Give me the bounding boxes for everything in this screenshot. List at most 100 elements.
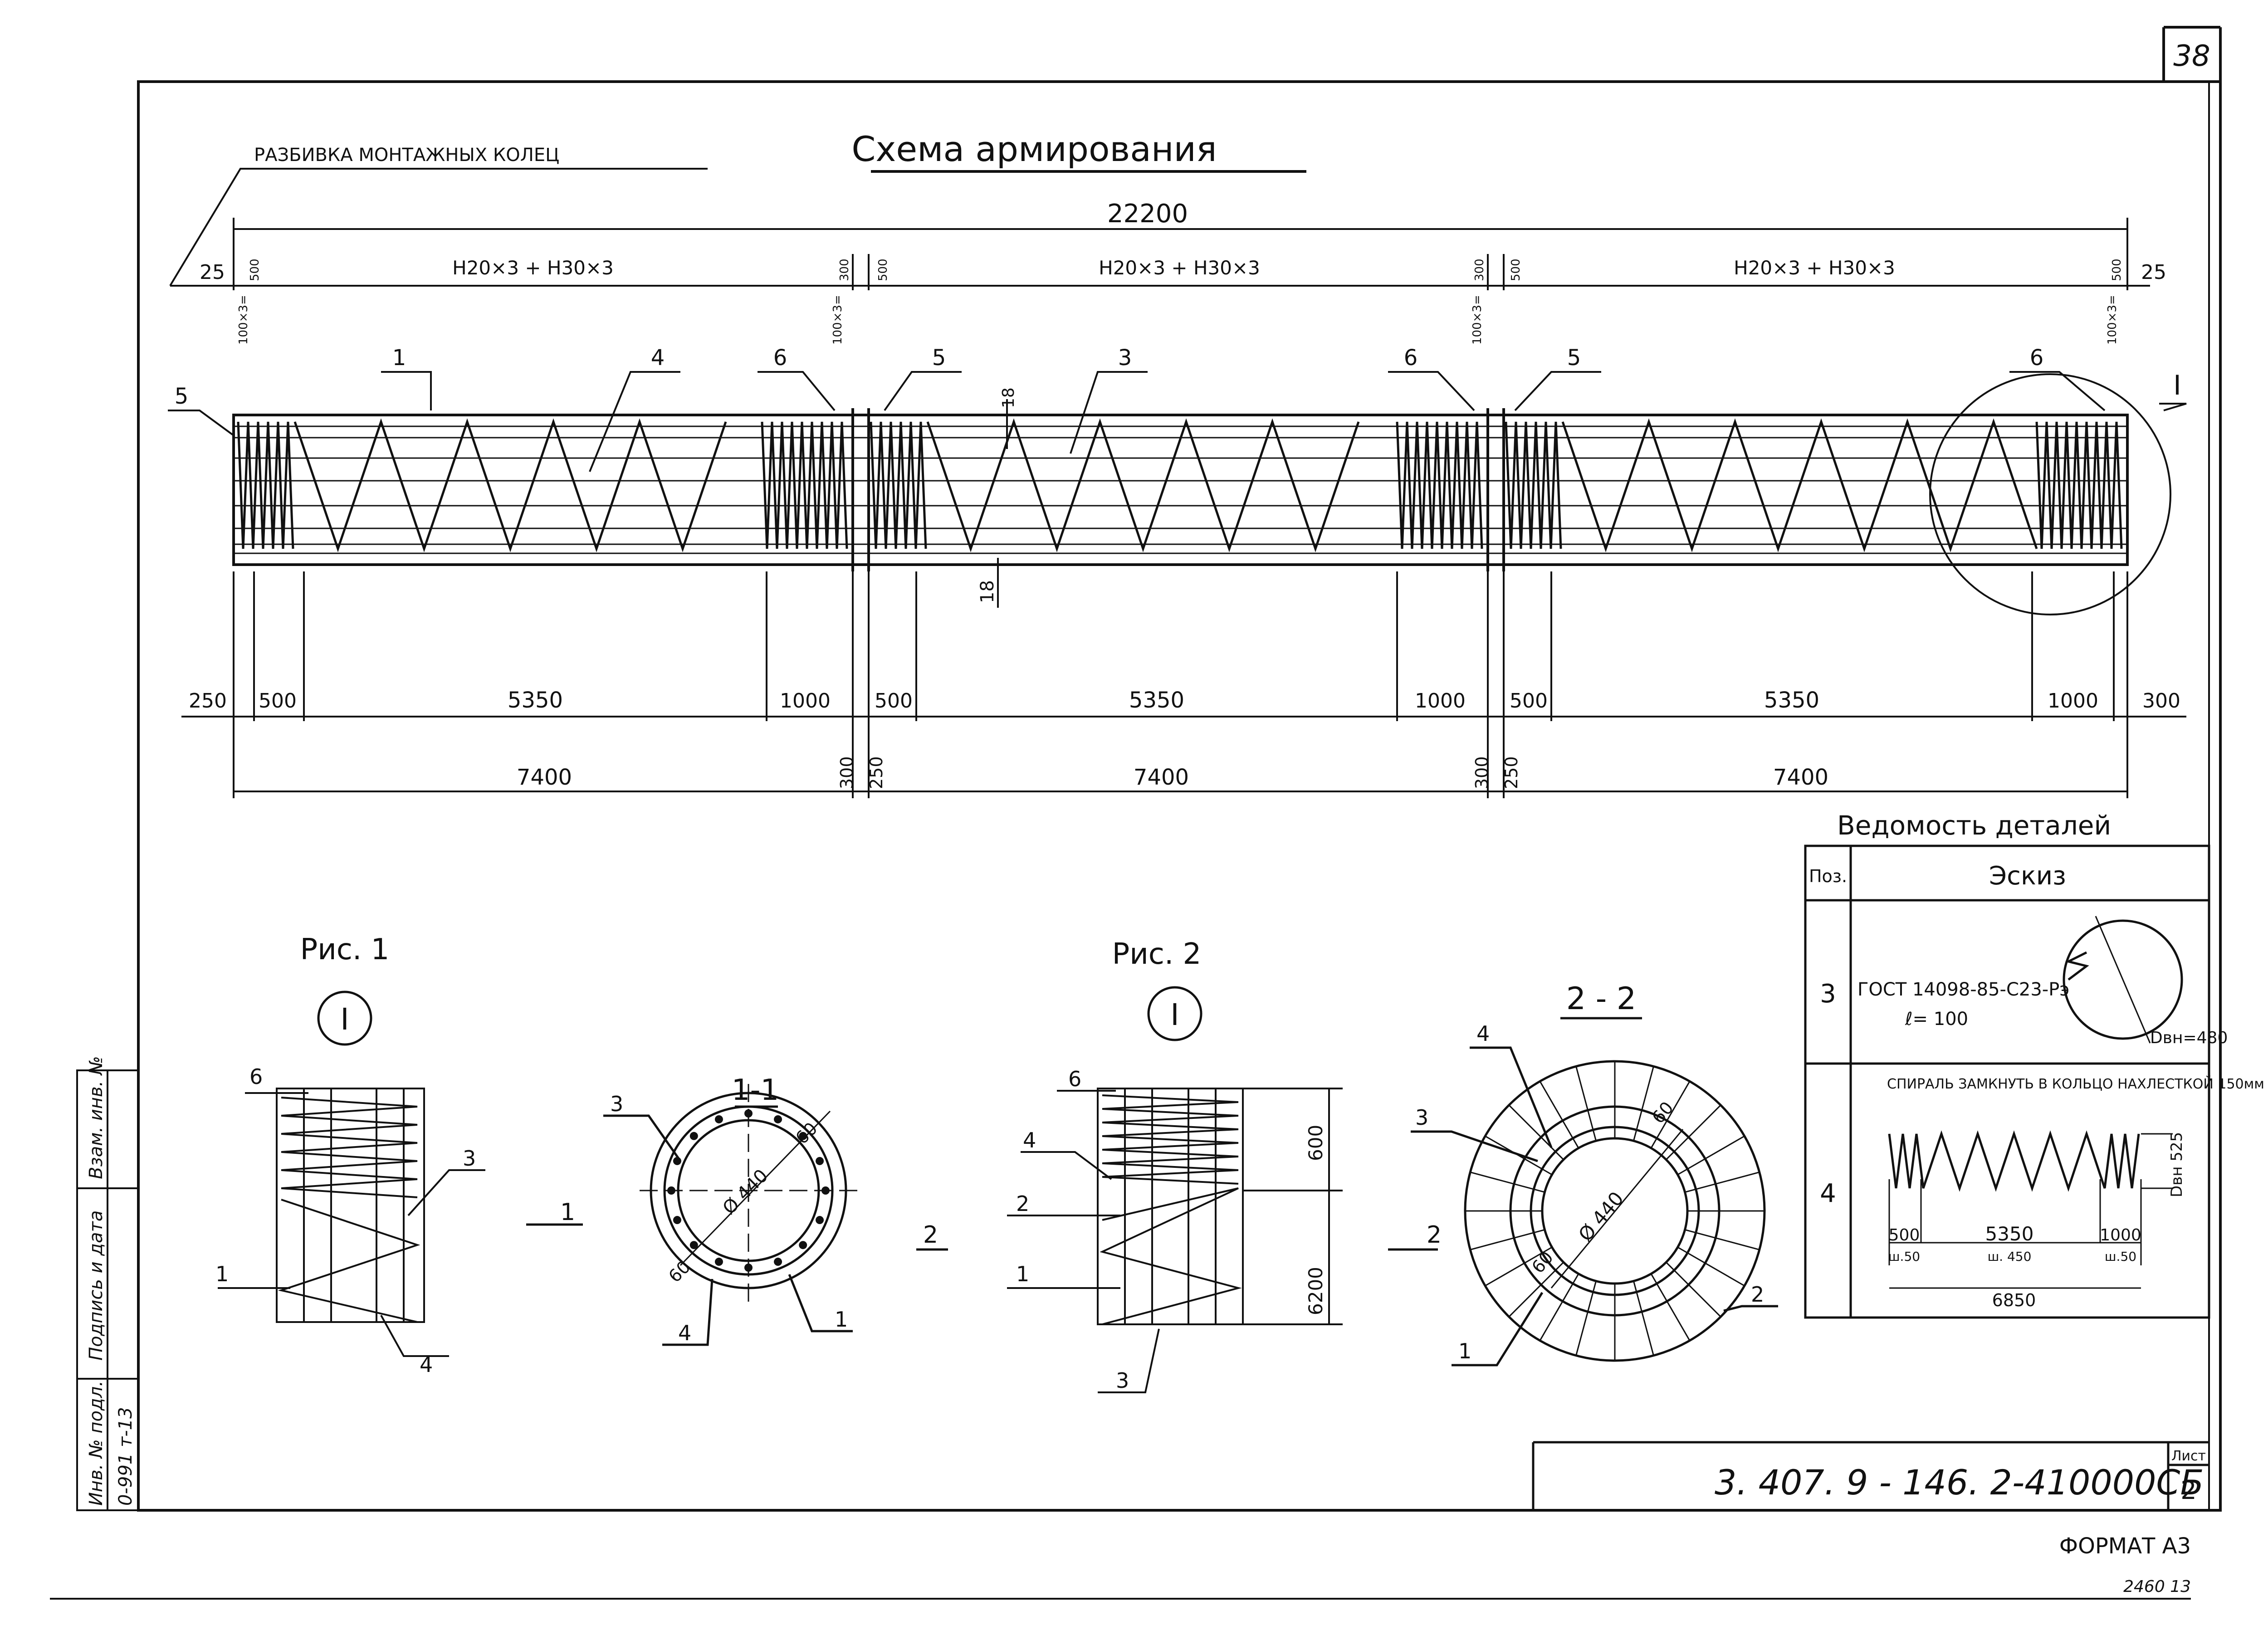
sec22-spoke	[1666, 1104, 1721, 1160]
left-margin-strip	[76, 1069, 139, 1511]
pos-label-6c: 6	[2030, 345, 2044, 371]
spiral-dense-end-1	[761, 421, 848, 549]
pos-label-6a: 6	[773, 345, 787, 371]
bdim-5350c: 5350	[1764, 688, 1819, 713]
end-dim-left: 25	[200, 261, 225, 284]
fig2-section-arrow: 2	[923, 1221, 938, 1249]
small-top-g: 100×3=	[1471, 295, 1484, 345]
section-dim-1: 7400	[517, 765, 572, 790]
row4-dim-5350: 5350	[1985, 1223, 2034, 1245]
sec22-spoke	[1539, 1081, 1579, 1149]
bdim-1000b: 1000	[1415, 689, 1466, 713]
spiral-dense-end-3	[2035, 421, 2123, 549]
fig2-label-4: 4	[1023, 1128, 1036, 1152]
spiral-dense-start-3	[1505, 421, 1562, 549]
fig2-label-2: 2	[1016, 1191, 1029, 1216]
sec22-spoke	[1575, 1281, 1597, 1356]
fig1-label-6: 6	[249, 1064, 263, 1089]
sec11-bar-dot	[774, 1115, 782, 1123]
split-dim-300b: 300	[1472, 756, 1492, 789]
main-title: Схема армирования	[851, 129, 1217, 169]
spiral-main-1	[293, 418, 727, 552]
fig1-circle	[317, 991, 372, 1046]
row4-dia: Dвн 525	[2168, 1132, 2186, 1197]
bdim-500a: 500	[259, 689, 297, 713]
spiral-dense-start-2	[870, 421, 927, 549]
fig2-detail	[1007, 1088, 1343, 1393]
list-label: Лист	[2171, 1448, 2206, 1464]
fig1-circle-label: I	[340, 1002, 349, 1037]
fig2-label-6: 6	[1068, 1067, 1081, 1091]
sec11-bar-dot	[667, 1186, 675, 1195]
fig2-label-3: 3	[1116, 1368, 1129, 1393]
sec22-spoke	[1485, 1246, 1553, 1287]
row4-spiral-sketch	[1888, 1130, 2173, 1289]
fig2-circle	[1147, 986, 1202, 1041]
small-top-e: 500	[876, 259, 890, 281]
title-block	[1532, 1441, 2209, 1510]
bdim-5350a: 5350	[508, 688, 563, 713]
sec22-spoke	[1633, 1066, 1654, 1141]
sec22-spoke	[1470, 1171, 1545, 1193]
sec22-spoke	[1666, 1262, 1721, 1318]
small-top-d: 100×3=	[831, 295, 845, 345]
table-col-pos: Поз.	[1809, 866, 1847, 886]
row3-length: ℓ= 100	[1905, 1009, 1968, 1030]
overall-dim: 22200	[1107, 199, 1188, 229]
pos-label-5b: 5	[1567, 345, 1581, 371]
pos-label-3: 3	[1118, 345, 1132, 371]
pos-label-4: 4	[651, 345, 665, 371]
sec11-dia: Ø 440	[719, 1165, 772, 1219]
small-top-j: 100×3=	[2106, 295, 2119, 345]
row4-dim-500: 500	[1889, 1226, 1920, 1245]
sec11-bar-dot	[689, 1132, 698, 1140]
stamp-bottom: 2460 13	[2123, 1577, 2191, 1596]
sec11-label-3: 3	[610, 1092, 623, 1116]
sec11-bar-dot	[714, 1115, 723, 1123]
pitch-label-3: Н20×3 + Н30×3	[1734, 257, 1895, 279]
row4-note: СПИРАЛЬ ЗАМКНУТЬ В КОЛЬЦО НАХЛЕСТКОЙ 150…	[1887, 1076, 2268, 1092]
sec11-bar-dot	[816, 1216, 824, 1225]
sec11-bar-dot	[799, 1132, 807, 1140]
pile-body	[232, 408, 2129, 571]
end-dim-right: 25	[2141, 261, 2166, 284]
bottom-dimension-lines	[181, 571, 2186, 798]
fig1-detail	[218, 1088, 485, 1357]
detail-circle-I	[1929, 373, 2171, 615]
sec11-label-1: 1	[835, 1307, 848, 1332]
table-title: Ведомость деталей	[1837, 810, 2111, 841]
bdim-500b: 500	[875, 689, 913, 713]
sec22-label-4: 4	[1476, 1021, 1490, 1046]
format-label: ФОРМАТ А3	[2059, 1533, 2191, 1559]
sec11-d60b: 60	[665, 1257, 694, 1286]
row4-step-c: ш.50	[2105, 1249, 2136, 1264]
sec22-spoke	[1685, 1229, 1760, 1250]
spiral-main-2	[926, 418, 1360, 552]
pos-label-6b: 6	[1404, 345, 1418, 371]
detail-I-leader	[2159, 403, 2187, 411]
sec22-spoke	[1650, 1273, 1691, 1341]
sec22-spoke	[1677, 1135, 1745, 1176]
small-top-i: 500	[2110, 259, 2124, 281]
split-dim-250b: 250	[1501, 756, 1521, 789]
row3-spec: ГОСТ 14098-85-С23-Рэ	[1857, 979, 2069, 1000]
bdim-250: 250	[189, 689, 227, 713]
parts-table	[1804, 844, 2210, 1319]
dim18-bottom: 18	[977, 580, 998, 603]
small-top-b: 100×3=	[237, 295, 250, 345]
bdim-300: 300	[2142, 689, 2180, 713]
sec22-label-2: 2	[1751, 1282, 1764, 1307]
sec11-drawing	[603, 1084, 857, 1346]
sec11-bar-dot	[689, 1241, 698, 1249]
sec11-bar-dot	[744, 1264, 753, 1272]
row4-step-b: ш. 450	[1988, 1249, 2032, 1264]
small-top-h: 500	[1509, 259, 1523, 281]
fig1-section-arrow: 1	[560, 1199, 575, 1226]
sec11-bar-dot	[821, 1186, 830, 1195]
margin-label-replace: Взам. инв. №	[86, 1056, 107, 1179]
rings-leader	[169, 168, 708, 287]
sec22-d60a: 60	[1648, 1098, 1677, 1127]
sec11-bar-dot	[799, 1241, 807, 1249]
pos-label-5c: 5	[175, 384, 189, 409]
sec11-bar-dot	[673, 1157, 681, 1165]
